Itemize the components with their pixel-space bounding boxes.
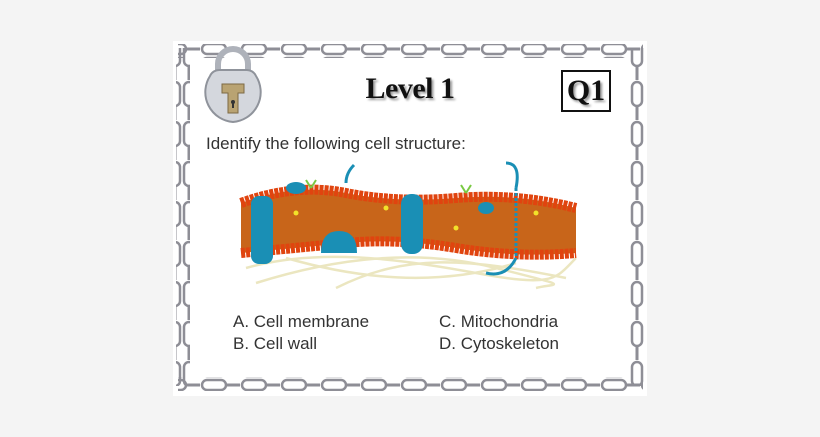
level-title: Level 1	[365, 72, 455, 105]
cell-membrane-diagram	[239, 161, 578, 290]
padlock-icon	[204, 46, 262, 124]
question-number-badge: Q1	[561, 70, 611, 112]
option-b[interactable]: B. Cell wall	[233, 334, 318, 353]
option-a[interactable]: A. Cell membrane	[233, 312, 370, 331]
option-d[interactable]: D. Cytoskeleton	[439, 334, 559, 353]
option-c[interactable]: C. Mitochondria	[439, 312, 559, 331]
question-prompt: Identify the following cell structure:	[206, 134, 466, 153]
